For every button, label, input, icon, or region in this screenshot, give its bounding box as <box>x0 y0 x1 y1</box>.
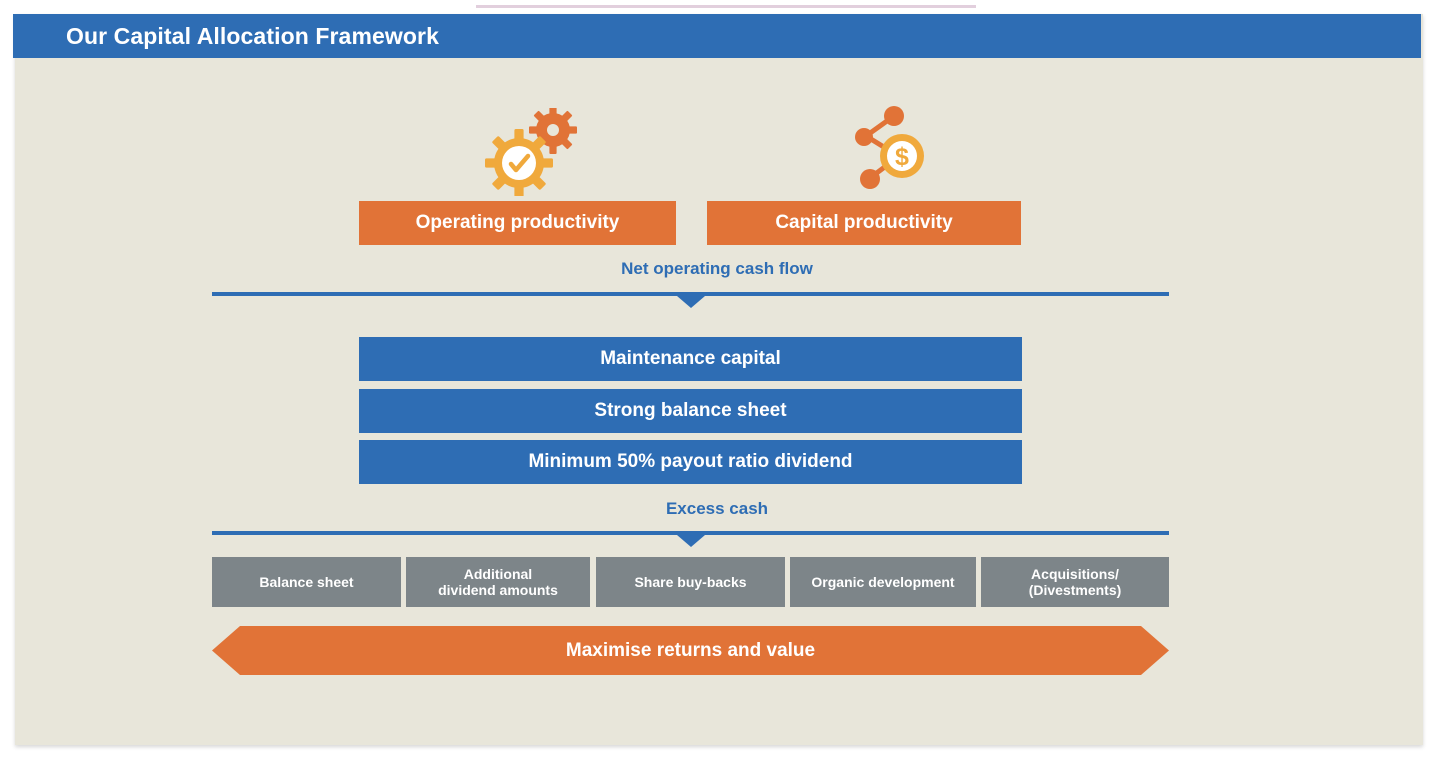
network-dollar-coin-icon: $ <box>848 104 944 196</box>
use-of-cash-box-acquisitions-divestments[interactable]: Acquisitions/(Divestments) <box>981 557 1169 607</box>
gears-check-icon <box>481 106 587 197</box>
source-box-label: Capital productivity <box>775 212 953 233</box>
outcome-banner-maximise-returns[interactable]: Maximise returns and value <box>212 626 1169 675</box>
outcome-banner-label: Maximise returns and value <box>565 639 816 661</box>
flow-divider-arrow-down <box>212 292 1169 296</box>
use-of-cash-label: Organic development <box>811 573 955 590</box>
slide-header-band: Our Capital Allocation Framework <box>13 14 1421 58</box>
source-box-label: Operating productivity <box>415 212 620 233</box>
priority-bar-strong-balance-sheet[interactable]: Strong balance sheet <box>359 389 1022 433</box>
top-rule-divider <box>476 5 976 8</box>
priority-bar-label: Minimum 50% payout ratio dividend <box>528 451 853 472</box>
priority-bar-label: Strong balance sheet <box>594 400 787 421</box>
use-of-cash-box-share-buy-backs[interactable]: Share buy-backs <box>596 557 785 607</box>
svg-text:$: $ <box>895 143 909 171</box>
use-of-cash-box-organic-development[interactable]: Organic development <box>790 557 976 607</box>
source-box-operating-productivity[interactable]: Operating productivity <box>359 201 676 245</box>
use-of-cash-label: Balance sheet <box>259 573 354 590</box>
use-of-cash-label: Share buy-backs <box>634 573 747 590</box>
priority-bar-minimum-payout-dividend[interactable]: Minimum 50% payout ratio dividend <box>359 440 1022 484</box>
priority-bar-label: Maintenance capital <box>600 348 781 369</box>
page-title: Our Capital Allocation Framework <box>66 22 439 49</box>
flow-divider-arrow-down <box>212 531 1169 535</box>
use-of-cash-box-balance-sheet[interactable]: Balance sheet <box>212 557 401 607</box>
flow-label-excess-cash: Excess cash <box>665 499 769 518</box>
priority-bar-maintenance-capital[interactable]: Maintenance capital <box>359 337 1022 381</box>
flow-label-net-operating-cash-flow: Net operating cash flow <box>621 259 813 278</box>
use-of-cash-label: Acquisitions/(Divestments) <box>1028 565 1122 598</box>
source-box-capital-productivity[interactable]: Capital productivity <box>707 201 1021 245</box>
